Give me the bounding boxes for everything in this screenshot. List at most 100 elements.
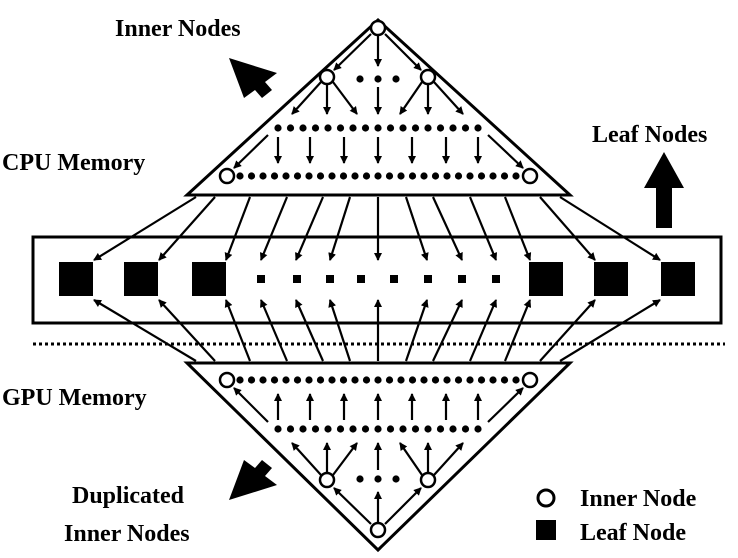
tree-arrow xyxy=(333,33,372,71)
ellipsis-dot xyxy=(299,124,307,132)
cpu-tree-arrows xyxy=(233,33,524,169)
ellipsis-dot xyxy=(489,376,497,384)
ellipsis-dot xyxy=(247,172,256,180)
ellipsis-dot xyxy=(374,75,382,83)
ellipsis-dot xyxy=(397,172,405,180)
ellipsis-dot xyxy=(311,124,320,132)
ellipsis-dot xyxy=(324,124,332,132)
ellipsis-dot xyxy=(385,172,394,180)
ellipsis-dot xyxy=(386,425,395,433)
leaf-ellipsis-square xyxy=(492,275,500,283)
ellipsis-dot xyxy=(286,425,295,433)
ellipsis-dot xyxy=(270,172,279,180)
inner-node xyxy=(318,68,336,86)
inner-node xyxy=(218,167,236,185)
duplicated-inner-node xyxy=(318,471,336,489)
leaf-to-gpu-arrow xyxy=(539,299,596,362)
leaf-ellipsis-square xyxy=(357,275,365,283)
ellipsis-dot xyxy=(411,124,420,132)
duplicated-label-line1: Duplicated xyxy=(72,483,185,509)
ellipsis-dot xyxy=(356,475,364,483)
tree-arrow xyxy=(384,487,422,525)
leaf-to-gpu-arrow xyxy=(404,299,429,362)
duplicated-nodes-pointer-arrow xyxy=(229,460,277,500)
ellipsis-dot xyxy=(362,376,371,384)
ellipsis-dot xyxy=(286,124,295,132)
ellipsis-dot xyxy=(512,376,520,384)
ellipsis-dot xyxy=(477,376,486,384)
ellipsis-dot xyxy=(431,376,440,384)
duplicated-inner-node-root xyxy=(369,521,387,539)
ellipsis-dot xyxy=(259,376,267,384)
legend-inner-node-symbol xyxy=(536,488,556,508)
leaf-nodes-label: Leaf Nodes xyxy=(592,122,707,148)
ellipsis-dot xyxy=(270,376,279,384)
tree-arrow xyxy=(487,387,524,423)
ellipsis-dot xyxy=(328,376,336,384)
tree-nodes xyxy=(218,19,539,539)
inner-node xyxy=(419,68,437,86)
leaf-to-gpu-arrow xyxy=(328,299,352,362)
cpu-to-leaf-arrows xyxy=(93,196,661,261)
ellipsis-dot xyxy=(349,425,357,433)
leaf-to-gpu-arrow xyxy=(93,299,197,362)
inner-nodes-pointer-arrow xyxy=(229,58,277,98)
ellipsis-dot xyxy=(336,124,345,132)
tree-arrow xyxy=(291,442,322,476)
duplicated-inner-node xyxy=(419,471,437,489)
ellipsis-dot xyxy=(374,376,382,384)
ellipsis-dot xyxy=(489,172,497,180)
ellipsis-dot xyxy=(500,376,509,384)
cpu-to-leaf-arrow xyxy=(93,196,197,261)
ellipsis-dot xyxy=(436,124,445,132)
leaf-nodes xyxy=(59,262,695,296)
ellipsis-dot xyxy=(374,475,382,483)
cpu-to-leaf-arrow xyxy=(404,196,429,261)
tree-arrow xyxy=(332,442,358,476)
tree-arrow xyxy=(233,134,269,169)
ellipsis-dot xyxy=(236,172,244,180)
ellipsis-dot xyxy=(311,425,320,433)
ellipsis-dot xyxy=(431,172,440,180)
ellipsis-dot xyxy=(392,475,400,483)
ellipsis-dot xyxy=(386,124,395,132)
tree-arrow xyxy=(433,442,464,476)
cpu-to-leaf-arrow xyxy=(468,196,498,261)
leaf-ellipsis-square xyxy=(424,275,432,283)
ellipsis-dot xyxy=(408,376,417,384)
gpu-tree-arrows xyxy=(233,387,524,525)
leaf-to-gpu-arrow xyxy=(294,299,325,362)
leaf-to-gpu-arrow xyxy=(503,299,532,362)
tree-arrow xyxy=(333,487,372,525)
ellipsis-dot xyxy=(356,75,364,83)
ellipsis-dot xyxy=(449,124,457,132)
leaf-node xyxy=(661,262,695,296)
ellipsis-dot xyxy=(259,172,267,180)
duplicated-label-line2: Inner Nodes xyxy=(64,521,190,547)
ellipsis-dot xyxy=(349,124,357,132)
ellipsis-dot xyxy=(328,172,336,180)
leaf-to-gpu-arrow xyxy=(559,299,661,362)
ellipsis-dot xyxy=(305,172,313,180)
tree-arrow xyxy=(399,442,423,476)
ellipsis-dot xyxy=(461,425,470,433)
gpu-memory-label: GPU Memory xyxy=(2,385,147,411)
tree-arrow xyxy=(433,81,464,115)
cpu-to-leaf-arrow xyxy=(559,196,661,261)
ellipsis-dot xyxy=(293,376,302,384)
leaf-node xyxy=(529,262,563,296)
ellipsis-dot xyxy=(236,376,244,384)
leaf-to-gpu-arrow xyxy=(158,299,216,362)
ellipsis-dot xyxy=(274,124,282,132)
ellipsis-dot xyxy=(454,376,463,384)
ellipsis-dot xyxy=(474,425,482,433)
leaf-node xyxy=(59,262,93,296)
ellipsis-dot xyxy=(399,425,407,433)
ellipsis-dot xyxy=(339,172,348,180)
ellipsis-dot xyxy=(500,172,509,180)
cpu-to-leaf-arrow xyxy=(328,196,352,261)
inner-node-root xyxy=(369,19,387,37)
leaf-ellipsis-square xyxy=(390,275,398,283)
inner-node xyxy=(521,167,539,185)
